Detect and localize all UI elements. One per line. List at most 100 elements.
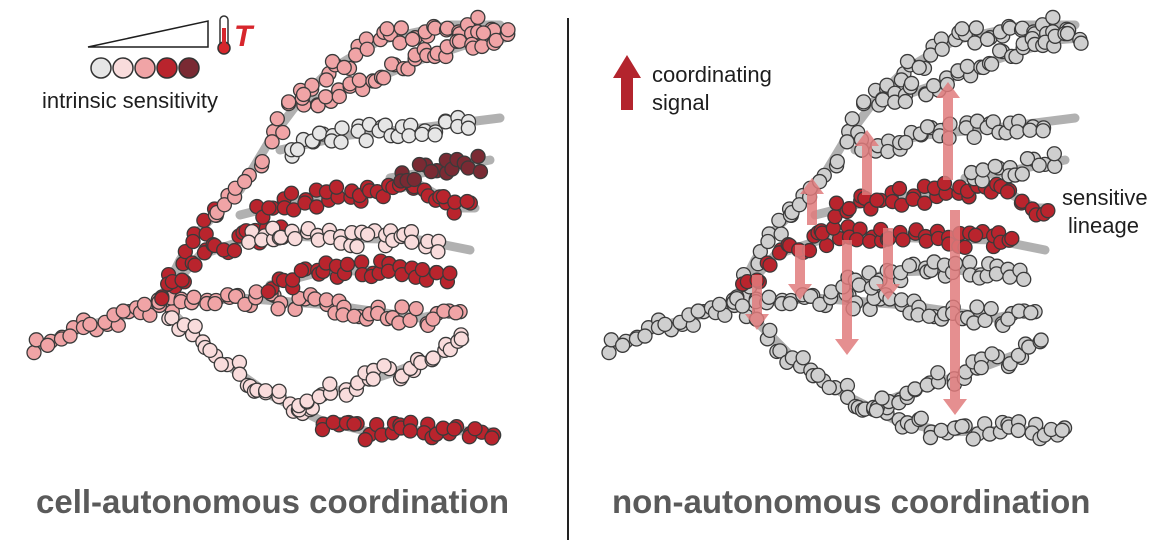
right-cell bbox=[762, 257, 778, 273]
right-cell bbox=[690, 303, 706, 319]
left-cell bbox=[283, 185, 300, 201]
left-cell bbox=[408, 301, 424, 317]
left-cell bbox=[460, 120, 477, 136]
left-cell bbox=[414, 126, 430, 143]
right-cell bbox=[1046, 146, 1062, 162]
right-cell bbox=[810, 367, 826, 383]
right-cell bbox=[891, 180, 908, 197]
signal-arrow-up-head bbox=[936, 82, 960, 98]
right-cell bbox=[919, 119, 936, 135]
temperature-symbol: T bbox=[234, 20, 255, 53]
left-cell bbox=[376, 358, 392, 374]
left-cell bbox=[448, 305, 464, 321]
left-cell bbox=[331, 88, 347, 105]
signal-arrow-down bbox=[795, 245, 805, 284]
right-cell bbox=[901, 258, 918, 274]
left-cell bbox=[359, 226, 376, 243]
left-cell bbox=[500, 22, 516, 38]
left-cell bbox=[275, 124, 291, 141]
signal-arrow-down-head bbox=[745, 314, 769, 330]
right-cell bbox=[869, 192, 885, 208]
right-cell bbox=[911, 59, 927, 76]
right-cell bbox=[752, 243, 768, 260]
left-cell bbox=[325, 414, 341, 431]
left-cell bbox=[287, 230, 303, 247]
signal-legend-line2: signal bbox=[652, 90, 709, 115]
left-cell bbox=[414, 261, 431, 278]
right-cell bbox=[795, 350, 811, 366]
right-cell bbox=[973, 359, 989, 376]
left-cell bbox=[446, 421, 462, 437]
signal-arrow-down-head bbox=[876, 284, 900, 300]
right-cell bbox=[968, 20, 984, 36]
right-cell bbox=[1016, 271, 1032, 288]
left-cell bbox=[442, 265, 458, 281]
right-cell bbox=[930, 365, 946, 381]
right-cell bbox=[761, 289, 777, 305]
left-cell bbox=[375, 70, 392, 86]
left-cell bbox=[318, 72, 335, 88]
right-cell bbox=[856, 94, 872, 110]
signal-arrow-down bbox=[842, 240, 852, 339]
right-cell bbox=[1009, 124, 1025, 140]
signal-legend: coordinating signal bbox=[613, 55, 772, 115]
left-cell bbox=[472, 163, 489, 180]
sensitivity-swatch bbox=[178, 57, 200, 79]
left-cell bbox=[311, 125, 328, 141]
right-cell bbox=[934, 41, 950, 57]
left-cell bbox=[318, 292, 335, 308]
coordinating-signal-arrows bbox=[745, 82, 967, 415]
left-cell bbox=[402, 312, 418, 329]
left-cell bbox=[379, 21, 395, 37]
right-cell bbox=[828, 195, 845, 211]
signal-legend-line1: coordinating bbox=[652, 62, 772, 87]
left-cell bbox=[404, 31, 421, 47]
left-cell bbox=[404, 234, 420, 250]
right-cell bbox=[921, 308, 937, 324]
right-cell bbox=[933, 422, 949, 438]
left-cell bbox=[401, 128, 417, 144]
left-cell bbox=[392, 35, 408, 51]
left-cell bbox=[284, 272, 301, 288]
left-cell bbox=[289, 141, 306, 158]
sensitivity-legend: T intrinsic sensitivity bbox=[42, 15, 255, 113]
left-cell bbox=[349, 238, 365, 255]
right-cell bbox=[874, 390, 890, 406]
right-cell bbox=[1004, 230, 1020, 247]
left-cell bbox=[207, 295, 223, 312]
right-cell bbox=[821, 379, 837, 396]
sensitivity-swatch bbox=[112, 57, 134, 79]
right-cell bbox=[966, 129, 982, 145]
left-cell bbox=[295, 86, 312, 103]
sensitivity-swatches bbox=[90, 57, 200, 79]
right-cell bbox=[917, 195, 933, 211]
left-cell bbox=[293, 262, 310, 279]
right-cell bbox=[999, 184, 1016, 200]
right-cell bbox=[1019, 151, 1036, 167]
right-cell bbox=[1073, 35, 1089, 51]
right-cell bbox=[897, 93, 914, 110]
left-cell bbox=[430, 244, 446, 260]
signal-arrow-up-head bbox=[800, 178, 824, 194]
right-cell bbox=[614, 337, 631, 353]
left-cell bbox=[394, 299, 410, 315]
right-cell bbox=[893, 292, 910, 308]
left-cell bbox=[187, 257, 203, 273]
left-cell bbox=[322, 376, 338, 392]
right-cell bbox=[1014, 166, 1030, 182]
left-cell bbox=[261, 200, 277, 216]
left-cell bbox=[241, 234, 257, 250]
right-cell bbox=[954, 21, 970, 37]
left-cell bbox=[231, 366, 248, 382]
right-cell bbox=[1031, 157, 1047, 173]
left-cell bbox=[393, 20, 409, 36]
signal-arrow-up-head bbox=[855, 130, 879, 146]
right-cell bbox=[922, 429, 939, 446]
left-cell bbox=[351, 72, 368, 88]
right-cell bbox=[977, 312, 993, 329]
left-cell bbox=[359, 41, 375, 57]
arrow-up-icon bbox=[613, 55, 641, 110]
right-cell bbox=[903, 75, 920, 92]
left-cell bbox=[425, 350, 441, 366]
left-cell bbox=[177, 243, 193, 260]
